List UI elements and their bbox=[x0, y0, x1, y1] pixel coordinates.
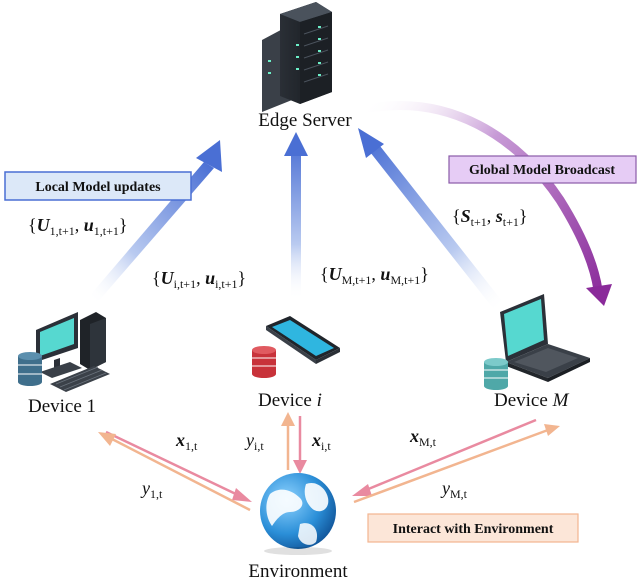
label-x1: x1,t bbox=[175, 430, 198, 453]
server-icon bbox=[262, 2, 332, 112]
device-1-label: Device 1 bbox=[28, 396, 96, 417]
upload-label-device-1: {U1,t+1, u1,t+1} bbox=[28, 215, 128, 238]
device-i-label: Device i bbox=[258, 390, 322, 411]
globe-icon bbox=[260, 473, 336, 555]
env-arrow-ym bbox=[353, 424, 560, 504]
edge-server-label: Edge Server bbox=[258, 110, 352, 131]
database-icon-device-i bbox=[252, 346, 276, 378]
label-xi: xi,t bbox=[311, 430, 331, 453]
label-ym: yM,t bbox=[440, 478, 468, 501]
label-yi: yi,t bbox=[244, 430, 264, 453]
laptop-icon bbox=[500, 294, 590, 382]
env-arrow-xm bbox=[352, 418, 537, 496]
env-arrow-x1 bbox=[105, 430, 252, 502]
env-arrow-xi bbox=[293, 416, 307, 474]
upload-label-device-m: {UM,t+1, uM,t+1} bbox=[320, 264, 429, 287]
phone-icon bbox=[266, 316, 340, 364]
desktop-icon bbox=[36, 312, 110, 392]
device-m-label: Device M bbox=[494, 390, 570, 411]
environment-label: Environment bbox=[248, 561, 348, 577]
label-xm: xM,t bbox=[409, 426, 437, 449]
interact-label: Interact with Environment bbox=[393, 522, 554, 537]
upload-label-device-i: {Ui,t+1, ui,t+1} bbox=[152, 268, 246, 291]
interact-box: Interact with Environment bbox=[367, 513, 579, 543]
svg-text:{UM,t+1, uM,t+1}: {UM,t+1, uM,t+1} bbox=[320, 264, 429, 287]
broadcast-label: {St+1, st+1} bbox=[452, 206, 528, 229]
svg-text:{U1,t+1, u1,t+1}: {U1,t+1, u1,t+1} bbox=[28, 215, 128, 238]
upload-arrow-device-m bbox=[358, 128, 506, 312]
global-broadcast-label: Global Model Broadcast bbox=[469, 163, 615, 178]
env-arrow-y1 bbox=[98, 432, 251, 512]
local-updates-label: Local Model updates bbox=[35, 180, 161, 195]
svg-text:{Ui,t+1, ui,t+1}: {Ui,t+1, ui,t+1} bbox=[152, 268, 246, 291]
svg-text:{St+1, st+1}: {St+1, st+1} bbox=[452, 206, 528, 229]
label-y1: y1,t bbox=[140, 478, 163, 501]
database-icon-device-m bbox=[484, 358, 508, 390]
global-broadcast-box: Global Model Broadcast bbox=[448, 155, 637, 184]
env-arrow-yi bbox=[281, 412, 295, 470]
upload-arrow-device-i bbox=[284, 132, 308, 302]
local-updates-box: Local Model updates bbox=[4, 171, 192, 201]
database-icon-device-1 bbox=[18, 352, 42, 386]
